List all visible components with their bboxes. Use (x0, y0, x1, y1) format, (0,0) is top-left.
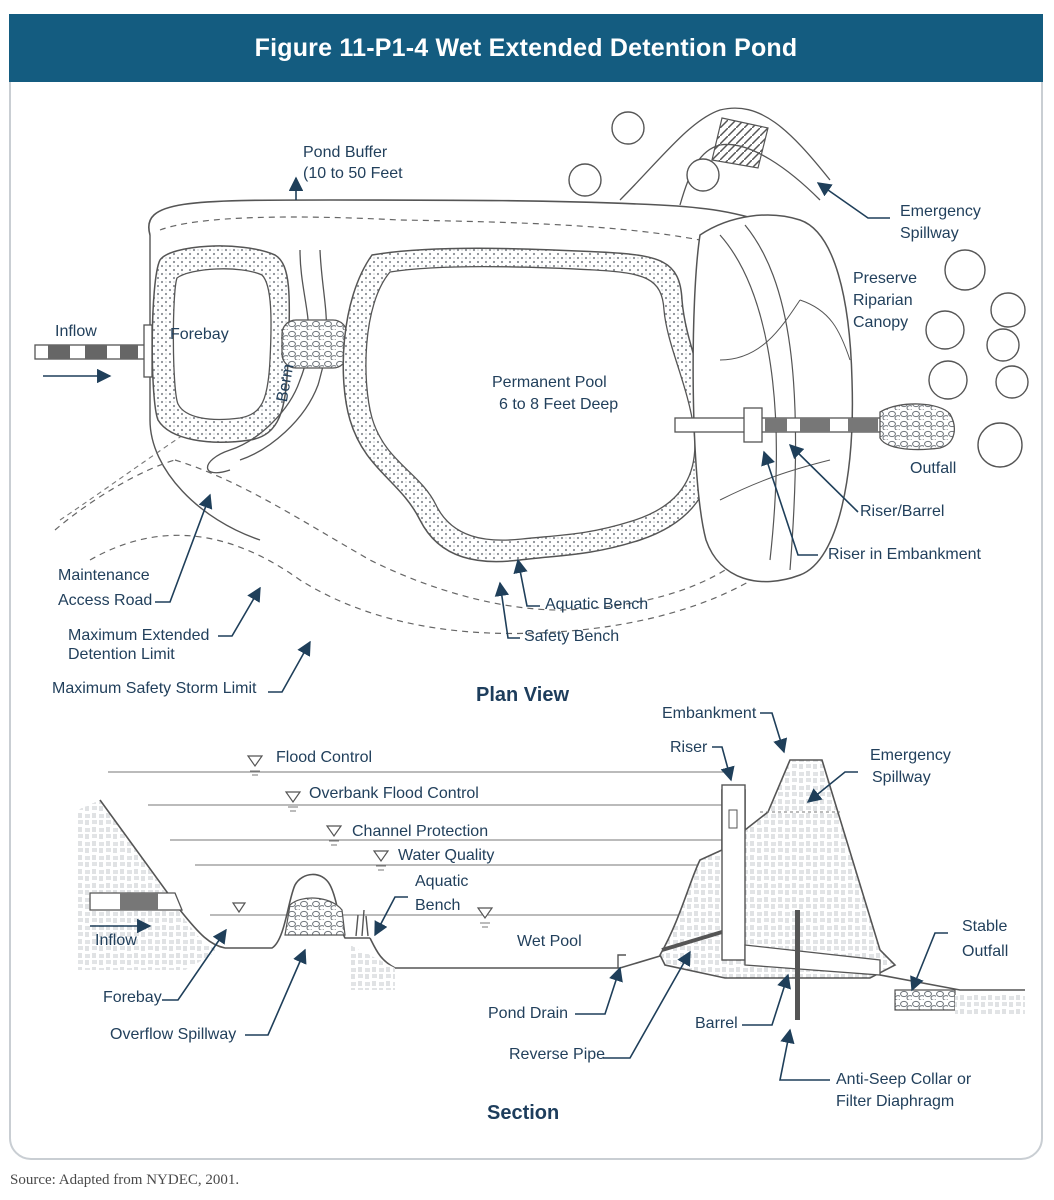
reverse-pipe-label: Reverse Pipe (509, 1046, 606, 1063)
section-emergency-label: Emergency (870, 747, 951, 764)
permanent-pool-label: Permanent Pool (492, 374, 607, 391)
riparian-label: Riparian (853, 292, 913, 309)
overbank-flood-control-label: Overbank Flood Control (309, 785, 479, 802)
plan-view-drawing (34, 107, 1029, 635)
plan-aquatic-bench-label: Aquatic Bench (545, 596, 649, 613)
plan-inflow-label: Inflow (55, 323, 97, 340)
canopy-label: Canopy (853, 314, 909, 331)
riser-box (743, 407, 763, 443)
section-outfall-label: Outfall (962, 943, 1009, 960)
berm-rocks (281, 319, 348, 369)
outfall-rocks (879, 403, 955, 451)
section-inflow-label: Inflow (95, 932, 137, 949)
pond-buffer-range-label: (10 to 50 Feet (303, 165, 403, 182)
riser-label: Riser (670, 739, 708, 756)
max-extended-label: Maximum Extended (68, 627, 210, 644)
section-spillway-label: Spillway (872, 769, 931, 786)
water-quality-label: Water Quality (398, 847, 495, 864)
detention-limit-label: Detention Limit (68, 646, 175, 663)
barrel-label: Barrel (695, 1015, 738, 1032)
section-bench-label: Bench (415, 897, 461, 914)
stable-outfall-rocks (894, 989, 956, 1011)
section-heading: Section (487, 1102, 560, 1124)
section-embankment (659, 759, 897, 979)
max-safety-storm-label: Maximum Safety Storm Limit (52, 680, 257, 697)
channel-protection-label: Channel Protection (352, 823, 489, 840)
anti-seep-collar-label: Anti-Seep Collar or (836, 1071, 972, 1088)
pool-floor (369, 937, 661, 969)
max-extended-detention-line (174, 459, 741, 611)
plan-view-heading: Plan View (476, 684, 570, 706)
embankment-shape (692, 214, 854, 583)
access-road-label: Access Road (58, 592, 153, 609)
overflow-spillway-rocks (284, 897, 346, 936)
section-forebay-label: Forebay (103, 989, 162, 1006)
wet-pool-label: Wet Pool (517, 933, 582, 950)
emergency-spillway-label-2: Spillway (900, 225, 959, 242)
stable-label: Stable (962, 918, 1008, 935)
trees (568, 111, 1029, 468)
plan-outfall-label: Outfall (910, 460, 957, 477)
filter-diaphragm-label: Filter Diaphragm (836, 1093, 955, 1110)
safety-bench-label: Safety Bench (524, 628, 620, 645)
emergency-spillway-label: Emergency (900, 203, 981, 220)
source-caption: Source: Adapted from NYDEC, 2001. (10, 1172, 240, 1188)
permanent-pool-shape (365, 265, 696, 541)
plan-view-leaders (43, 176, 890, 693)
pond-buffer-label: Pond Buffer (303, 144, 388, 161)
pool-depth-label: 6 to 8 Feet Deep (499, 396, 619, 413)
flood-control-label: Flood Control (276, 749, 373, 766)
anti-seep-collar (795, 910, 800, 1020)
pond-buffer-line (148, 199, 761, 236)
section-view-drawing (78, 755, 1025, 1020)
spillway-hatch (711, 117, 769, 169)
section-riser (721, 784, 746, 961)
pond-drain-label: Pond Drain (488, 1005, 569, 1022)
preserve-label: Preserve (853, 270, 918, 287)
figure-title: Figure 11-P1-4 Wet Extended Detention Po… (254, 33, 798, 62)
riser-barrel-label: Riser/Barrel (860, 503, 945, 520)
plan-forebay-label: Forebay (170, 326, 229, 343)
section-leaders (90, 712, 948, 1081)
maintenance-label: Maintenance (58, 567, 150, 584)
embankment-label: Embankment (662, 705, 757, 722)
figure-title-banner: Figure 11-P1-4 Wet Extended Detention Po… (9, 14, 1043, 82)
riser-in-embankment-label: Riser in Embankment (828, 546, 981, 563)
section-aquatic-label: Aquatic (415, 873, 469, 890)
overflow-spillway-label: Overflow Spillway (110, 1026, 237, 1043)
max-safety-storm-line (89, 534, 761, 635)
